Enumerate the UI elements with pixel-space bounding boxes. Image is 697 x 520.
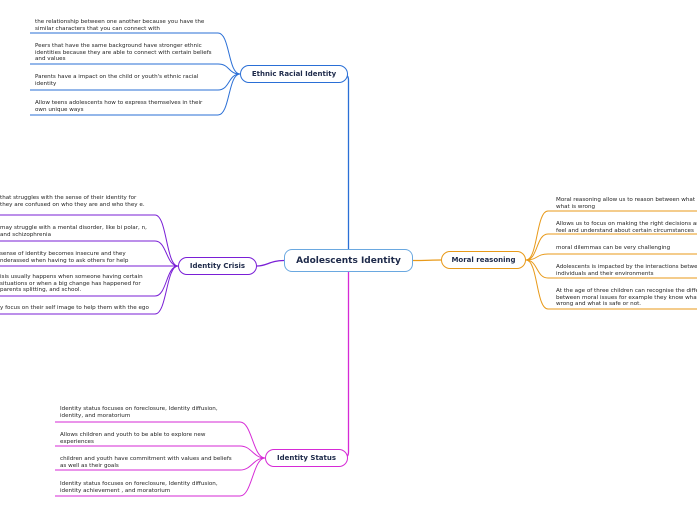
branch-status[interactable]: Identity Status	[265, 449, 348, 467]
status-leaf-1[interactable]: Identity status focuses on foreclosure, …	[60, 406, 218, 419]
branch-moral[interactable]: Moral reasoning	[441, 251, 526, 269]
status-leaf-connector-2	[55, 445, 266, 459]
ethnic-leaf-2[interactable]: Peers that have the same background have…	[35, 43, 212, 63]
branch-ethnic[interactable]: Ethnic Racial Identity	[240, 65, 348, 83]
moral-leaf-4[interactable]: Adolescents is impacted by the interacti…	[556, 264, 697, 277]
crisis-leaf-1[interactable]: that struggles with the sense of their i…	[0, 195, 145, 208]
status-leaf-connector-3	[55, 457, 266, 471]
connector-status	[342, 272, 350, 459]
moral-leaf-connector-2	[525, 233, 697, 261]
moral-leaf-connector-5	[525, 259, 697, 310]
crisis-leaf-5[interactable]: y focus on their self image to help them…	[0, 305, 149, 311]
connector-crisis	[256, 259, 285, 267]
crisis-leaf-3[interactable]: sense of identity becomes insecure and t…	[0, 251, 129, 264]
crisis-leaf-connector-5	[0, 265, 179, 315]
ethnic-leaf-connector-4	[30, 73, 241, 116]
status-leaf-4[interactable]: Identity status focuses on foreclosure, …	[60, 481, 218, 494]
central-topic[interactable]: Adolescents Identity	[284, 249, 413, 272]
moral-leaf-1[interactable]: Moral reasoning allow us to reason betwe…	[556, 197, 697, 210]
ethnic-leaf-4[interactable]: Allow teens adolescents how to express t…	[35, 100, 203, 113]
status-leaf-connector-4	[55, 457, 266, 497]
status-leaf-3[interactable]: children and youth have commitment with …	[60, 456, 232, 469]
moral-leaf-5[interactable]: At the age of three children can recogni…	[556, 288, 697, 308]
crisis-leaf-connector-2	[0, 240, 179, 267]
crisis-leaf-4[interactable]: isis usually happens when someone having…	[0, 274, 143, 294]
status-leaf-connector-1	[55, 421, 266, 459]
crisis-leaf-2[interactable]: may struggle with a mental disorder, lik…	[0, 225, 147, 238]
branch-crisis[interactable]: Identity Crisis	[178, 257, 257, 275]
connector-ethnic	[342, 73, 350, 249]
moral-leaf-connector-3	[525, 253, 697, 261]
ethnic-leaf-connector-2	[30, 63, 241, 75]
ethnic-leaf-1[interactable]: the relationship between one another bec…	[35, 19, 205, 32]
connector-moral	[412, 259, 442, 262]
ethnic-leaf-connector-3	[30, 73, 241, 91]
moral-leaf-3[interactable]: moral dilemmas can be very challenging	[556, 245, 671, 251]
moral-leaf-connector-1	[525, 210, 697, 261]
ethnic-leaf-3[interactable]: Parents have a impact on the child or yo…	[35, 74, 199, 87]
moral-leaf-connector-4	[525, 259, 697, 279]
status-leaf-2[interactable]: Allows children and youth to be able to …	[60, 432, 206, 445]
crisis-leaf-connector-1	[0, 214, 179, 267]
ethnic-leaf-connector-1	[30, 32, 241, 75]
moral-leaf-2[interactable]: Allows us to focus on making the right d…	[556, 221, 697, 234]
